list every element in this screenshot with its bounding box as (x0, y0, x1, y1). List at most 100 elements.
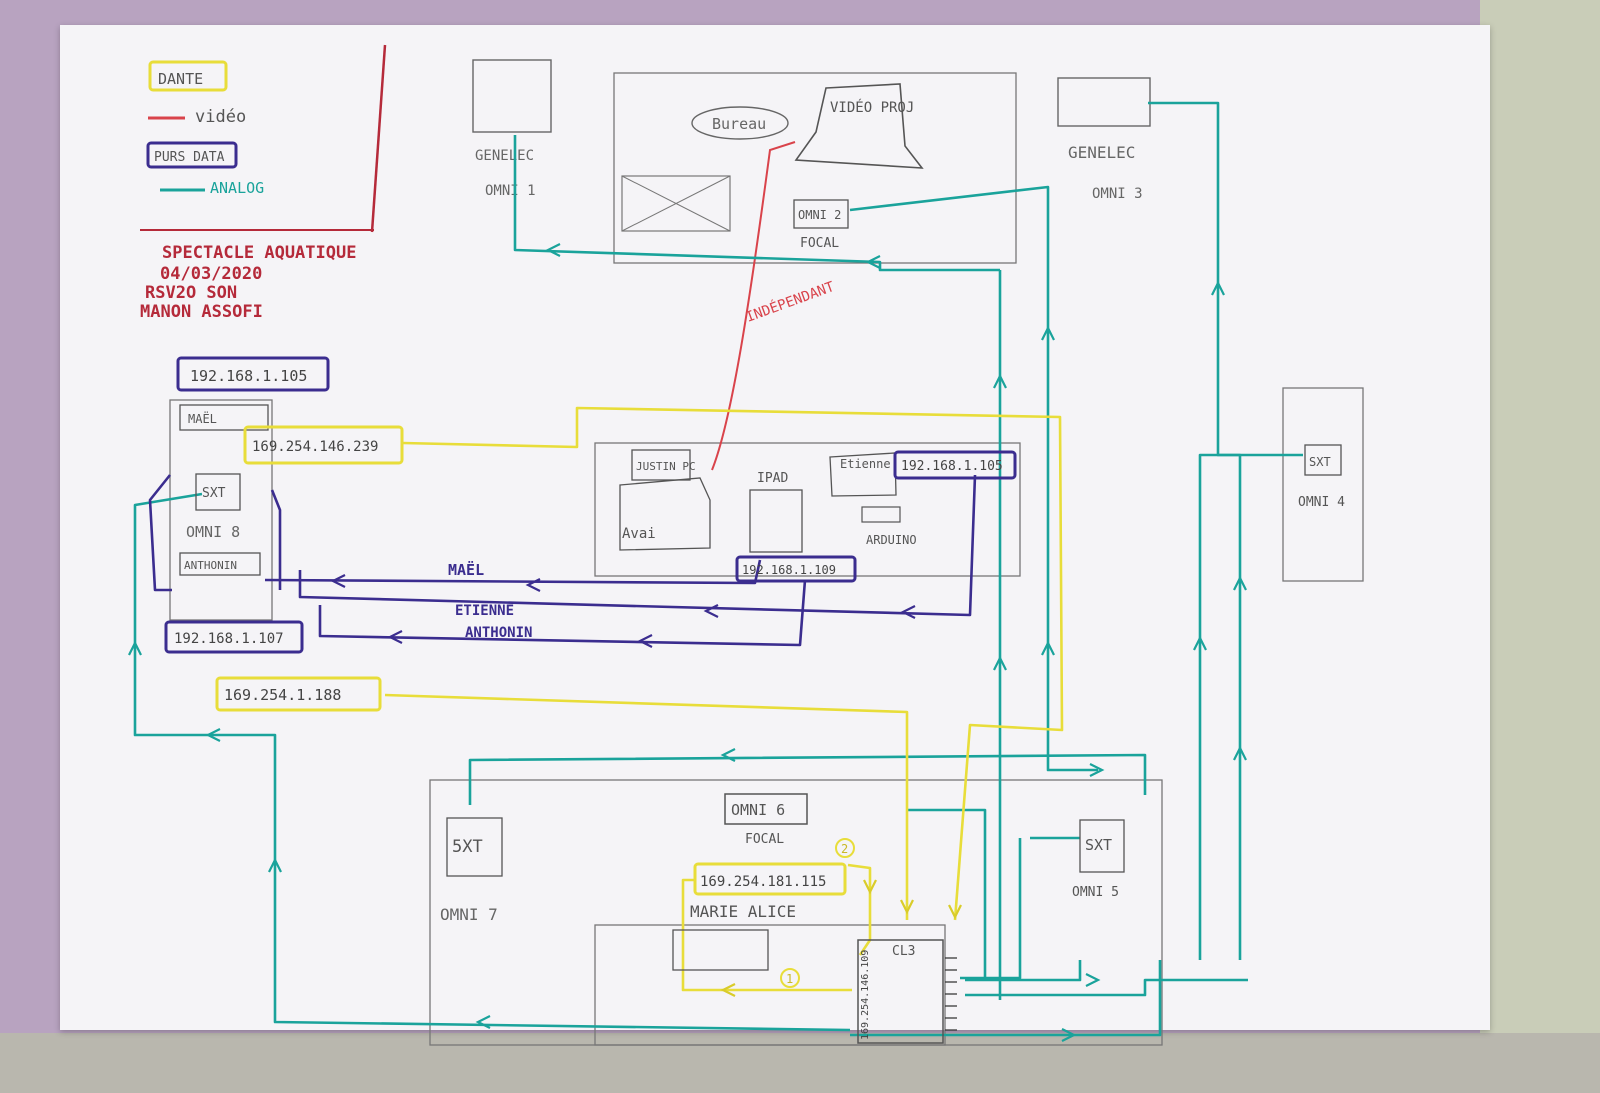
omni5-speaker (1079, 819, 1125, 873)
omni4-label: OMNI 4 (1298, 495, 1345, 510)
omni8-label: OMNI 8 (186, 523, 240, 541)
focal-top-label: FOCAL (800, 236, 839, 251)
analog-omni4-drop (965, 978, 1248, 997)
arrow-d5 (637, 634, 653, 648)
avai-console (619, 477, 711, 551)
data-mael (264, 559, 762, 585)
focal-bottom-label: FOCAL (745, 832, 784, 847)
event-name: MANON ASSOFI (140, 302, 263, 322)
arduino-board (861, 506, 901, 523)
ip-etienne-box (893, 450, 1017, 480)
genelec-left-label: GENELEC (475, 148, 534, 164)
cl3-label: CL3 (892, 944, 915, 959)
legend-dante-swatch (148, 60, 228, 92)
omni7-speaker (446, 817, 503, 877)
sxt-omni4: SXT (1309, 455, 1331, 469)
anthonin-box (179, 552, 261, 576)
omni1-label: OMNI 1 (485, 183, 536, 199)
data-omni8-right (270, 489, 282, 590)
arrow-a8 (1233, 745, 1247, 761)
ip-bottom-left: 192.168.1.107 (174, 631, 284, 647)
etienne-laptop (829, 452, 897, 497)
ip-etienne: 192.168.1.105 (901, 459, 1003, 474)
data-omni8-left (148, 474, 172, 592)
analog-omni1 (513, 135, 1000, 272)
omni7-label: OMNI 7 (440, 905, 498, 924)
analog-omni3-drop (1198, 453, 1242, 960)
data-arrows (330, 574, 916, 648)
anthonin-label: ANTHONIN (184, 559, 237, 572)
omni6-label: OMNI 6 (731, 801, 785, 819)
analog-omni3-omni4 (1148, 101, 1303, 457)
analog-arrows (128, 243, 1247, 1042)
analog-omni8 (133, 492, 851, 1032)
arrow-a13 (268, 857, 282, 873)
room-desk (594, 442, 1021, 577)
ip-dante-marie: 169.254.181.115 (700, 874, 826, 890)
label-anthonin: ANTHONIN (465, 625, 532, 641)
sxt-omni4-box (1304, 444, 1342, 476)
independant-label: INDÉPENDANT (744, 278, 837, 326)
omni6-box (724, 793, 808, 825)
event-title: SPECTACLE AQUATIQUE (162, 243, 356, 263)
arrow-a9 (993, 655, 1007, 671)
arrow-y1 (900, 899, 914, 915)
rack-omni8 (169, 399, 273, 621)
ip-top-left-box (176, 356, 330, 392)
arrow-d1 (525, 578, 541, 592)
event-info: SPECTACLE AQUATIQUE 04/03/2020 RSV2O SON… (140, 243, 356, 322)
marker-1: 1 (786, 972, 793, 986)
arrow-a4 (993, 373, 1007, 389)
room-control (613, 72, 1017, 264)
arrow-a7 (1233, 575, 1247, 591)
room-outlines (169, 72, 1364, 1046)
arduino-label: ARDUINO (866, 533, 917, 547)
ip-ipad-box (735, 555, 857, 583)
cl3-ip: 169.254.146.109 (860, 950, 871, 1040)
analog-cables (133, 101, 1303, 1037)
ip-dante-bottom: 169.254.1.188 (224, 686, 341, 704)
genelec-right-speaker (1057, 77, 1151, 127)
bureau-label: Bureau (712, 115, 766, 133)
dante-omni8-cl3 (402, 406, 1064, 921)
ip-dante-left: 169.254.146.239 (252, 439, 378, 455)
arrow-a15 (475, 1015, 491, 1029)
screen-cross-b (621, 175, 731, 232)
legend-data-swatch (146, 141, 238, 169)
dante-cables (384, 406, 1064, 992)
data-cables (148, 474, 977, 647)
arrow-d2 (330, 574, 346, 588)
dante-marie-to-cl3 (847, 863, 872, 956)
arrow-a10 (1041, 640, 1055, 656)
analog-bottom-return (850, 960, 1162, 1037)
legend-analog-label: ANALOG (210, 179, 264, 197)
legend-video-label: vidéo (195, 107, 246, 127)
justin-pc-label: JUSTIN PC (636, 460, 696, 473)
room-omni4 (1282, 387, 1364, 582)
ipad-label: IPAD (757, 471, 788, 486)
arrow-a5 (1211, 280, 1225, 296)
legend-dante-label: DANTE (158, 70, 203, 88)
room-stage (429, 779, 1163, 1046)
event-code: RSV2O SON (145, 283, 237, 303)
mael-label: MAËL (188, 411, 217, 426)
legend: DANTE vidéo PURS DATA ANALOG (140, 44, 387, 233)
screen-placeholder (621, 175, 731, 232)
arrow-a11 (720, 748, 736, 762)
arrow-a12 (205, 728, 221, 742)
marie-alice-label: MARIE ALICE (690, 902, 796, 921)
arrow-a3 (1041, 325, 1055, 341)
table-floor (0, 1033, 1600, 1093)
video-proj-label: VIDÉO PROJ (830, 99, 914, 116)
arrow-d4 (703, 604, 719, 618)
bureau-bubble (691, 106, 789, 140)
arrow-a18 (1089, 763, 1105, 777)
omni3-label: OMNI 3 (1092, 186, 1143, 202)
arrow-d3 (900, 605, 916, 619)
ip-dante-bottom-box (215, 676, 382, 712)
arrow-a16 (1061, 1028, 1077, 1042)
sxt-omni5: SXT (1085, 836, 1112, 854)
omni2-label: OMNI 2 (798, 208, 841, 222)
ipad-device (749, 489, 803, 553)
